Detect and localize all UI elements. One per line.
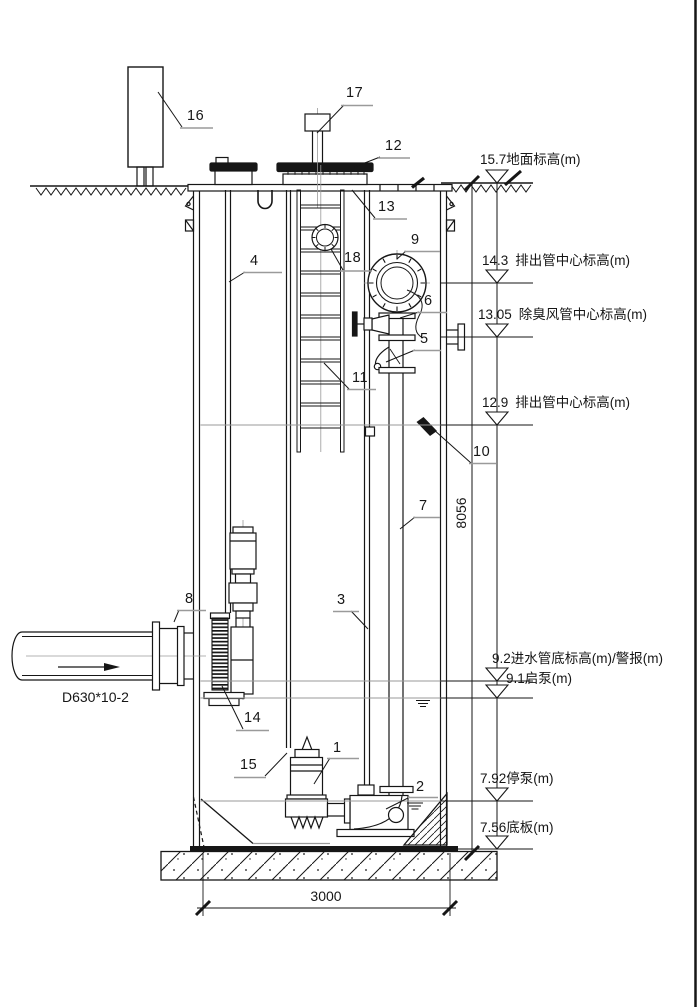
inlet-pipe	[11, 621, 206, 691]
elevation-outlet-lower: 12.9 排出管中心标高(m)	[482, 395, 630, 410]
ladder	[296, 165, 345, 453]
water-level-symbol-start	[416, 700, 430, 707]
elevation-label: 底板(m)	[506, 820, 554, 835]
part-label-7: 7	[419, 498, 428, 514]
elevation-value: 12.9	[482, 395, 509, 410]
elevation-label: 排出管中心标高(m)	[515, 253, 631, 268]
elevation-deodor-duct: 13.05 除臭风管中心标高(m)	[478, 307, 647, 322]
part-label-6: 6	[424, 293, 433, 309]
bottom-plate	[190, 846, 458, 852]
check-valve	[373, 340, 416, 374]
elevation-outlet-upper: 14.3 排出管中心标高(m)	[482, 253, 630, 268]
elevation-label: 停泵(m)	[506, 771, 554, 786]
control-cabinet	[127, 66, 164, 187]
leader-lines	[157, 91, 472, 810]
water-level-symbol-stop	[407, 802, 423, 810]
elevation-value: 7.92	[480, 771, 507, 786]
plate-tick	[411, 176, 425, 189]
part-label-13: 13	[378, 199, 396, 215]
gate-valve	[351, 311, 390, 337]
inlet-pipe-spec: D630*10-2	[62, 689, 129, 705]
part-label-11: 11	[352, 370, 369, 386]
part-label-4: 4	[250, 253, 259, 269]
lifting-hook	[257, 190, 273, 210]
elevation-label: 进水管底标高(m)/警报(m)	[510, 651, 664, 666]
part-label-10: 10	[473, 444, 491, 460]
main-cover	[276, 162, 374, 173]
elevation-label: 除臭风管中心标高(m)	[518, 307, 648, 322]
part-label-2: 2	[416, 779, 425, 795]
coupling-elbow	[336, 784, 415, 838]
elevation-value: 15.7	[480, 152, 507, 167]
basket-screen	[203, 520, 258, 707]
part-label-9: 9	[411, 232, 420, 248]
elevation-value: 14.3	[482, 253, 509, 268]
part-label-16: 16	[187, 108, 205, 124]
elevation-value: 7.56	[480, 820, 507, 835]
elevation-inlet-alarm: 9.2进水管底标高(m)/警报(m)	[492, 651, 663, 666]
elevation-label: 排出管中心标高(m)	[515, 395, 631, 410]
access-covers	[209, 156, 374, 186]
width-dimension-text: 3000	[310, 888, 342, 904]
elevation-pump-start: 9.1启泵(m)	[506, 671, 572, 686]
part-label-14: 14	[244, 710, 262, 726]
part-label-18: 18	[344, 250, 362, 266]
ground-line	[30, 169, 533, 196]
vent-pipe	[304, 108, 331, 208]
flow-arrow	[58, 663, 120, 671]
elevation-label: 地面标高(m)	[506, 152, 581, 167]
part-label-17: 17	[346, 85, 364, 101]
part-label-5: 5	[420, 331, 429, 347]
height-dimension-text: 8056	[453, 497, 469, 529]
survey-tick	[504, 169, 522, 187]
discharge-riser	[351, 250, 430, 795]
foundation-slab	[160, 850, 498, 881]
small-flange	[311, 223, 339, 252]
tank-floor	[190, 791, 458, 852]
elevation-label: 启泵(m)	[524, 671, 573, 686]
width-dimension	[194, 853, 459, 917]
submersible-pump	[284, 735, 347, 830]
elevation-base-plate: 7.56底板(m)	[480, 820, 554, 835]
elevation-pump-stop: 7.92停泵(m)	[480, 771, 554, 786]
level-sensor-mark	[416, 417, 437, 436]
elevation-ground: 15.7地面标高(m)	[480, 152, 581, 167]
elevation-value: 13.05	[478, 307, 512, 322]
elevation-value: 9.1	[506, 671, 525, 686]
part-label-15: 15	[240, 757, 258, 773]
float-switch-mount	[364, 426, 376, 437]
part-label-12: 12	[385, 138, 403, 154]
label-underlines	[177, 104, 496, 799]
part-label-8: 8	[185, 591, 194, 607]
part-label-3: 3	[337, 592, 346, 608]
elevation-value: 9.2	[492, 651, 511, 666]
pump-discharge	[326, 802, 347, 817]
part-label-1: 1	[333, 740, 342, 756]
elevation-markers	[200, 169, 533, 862]
